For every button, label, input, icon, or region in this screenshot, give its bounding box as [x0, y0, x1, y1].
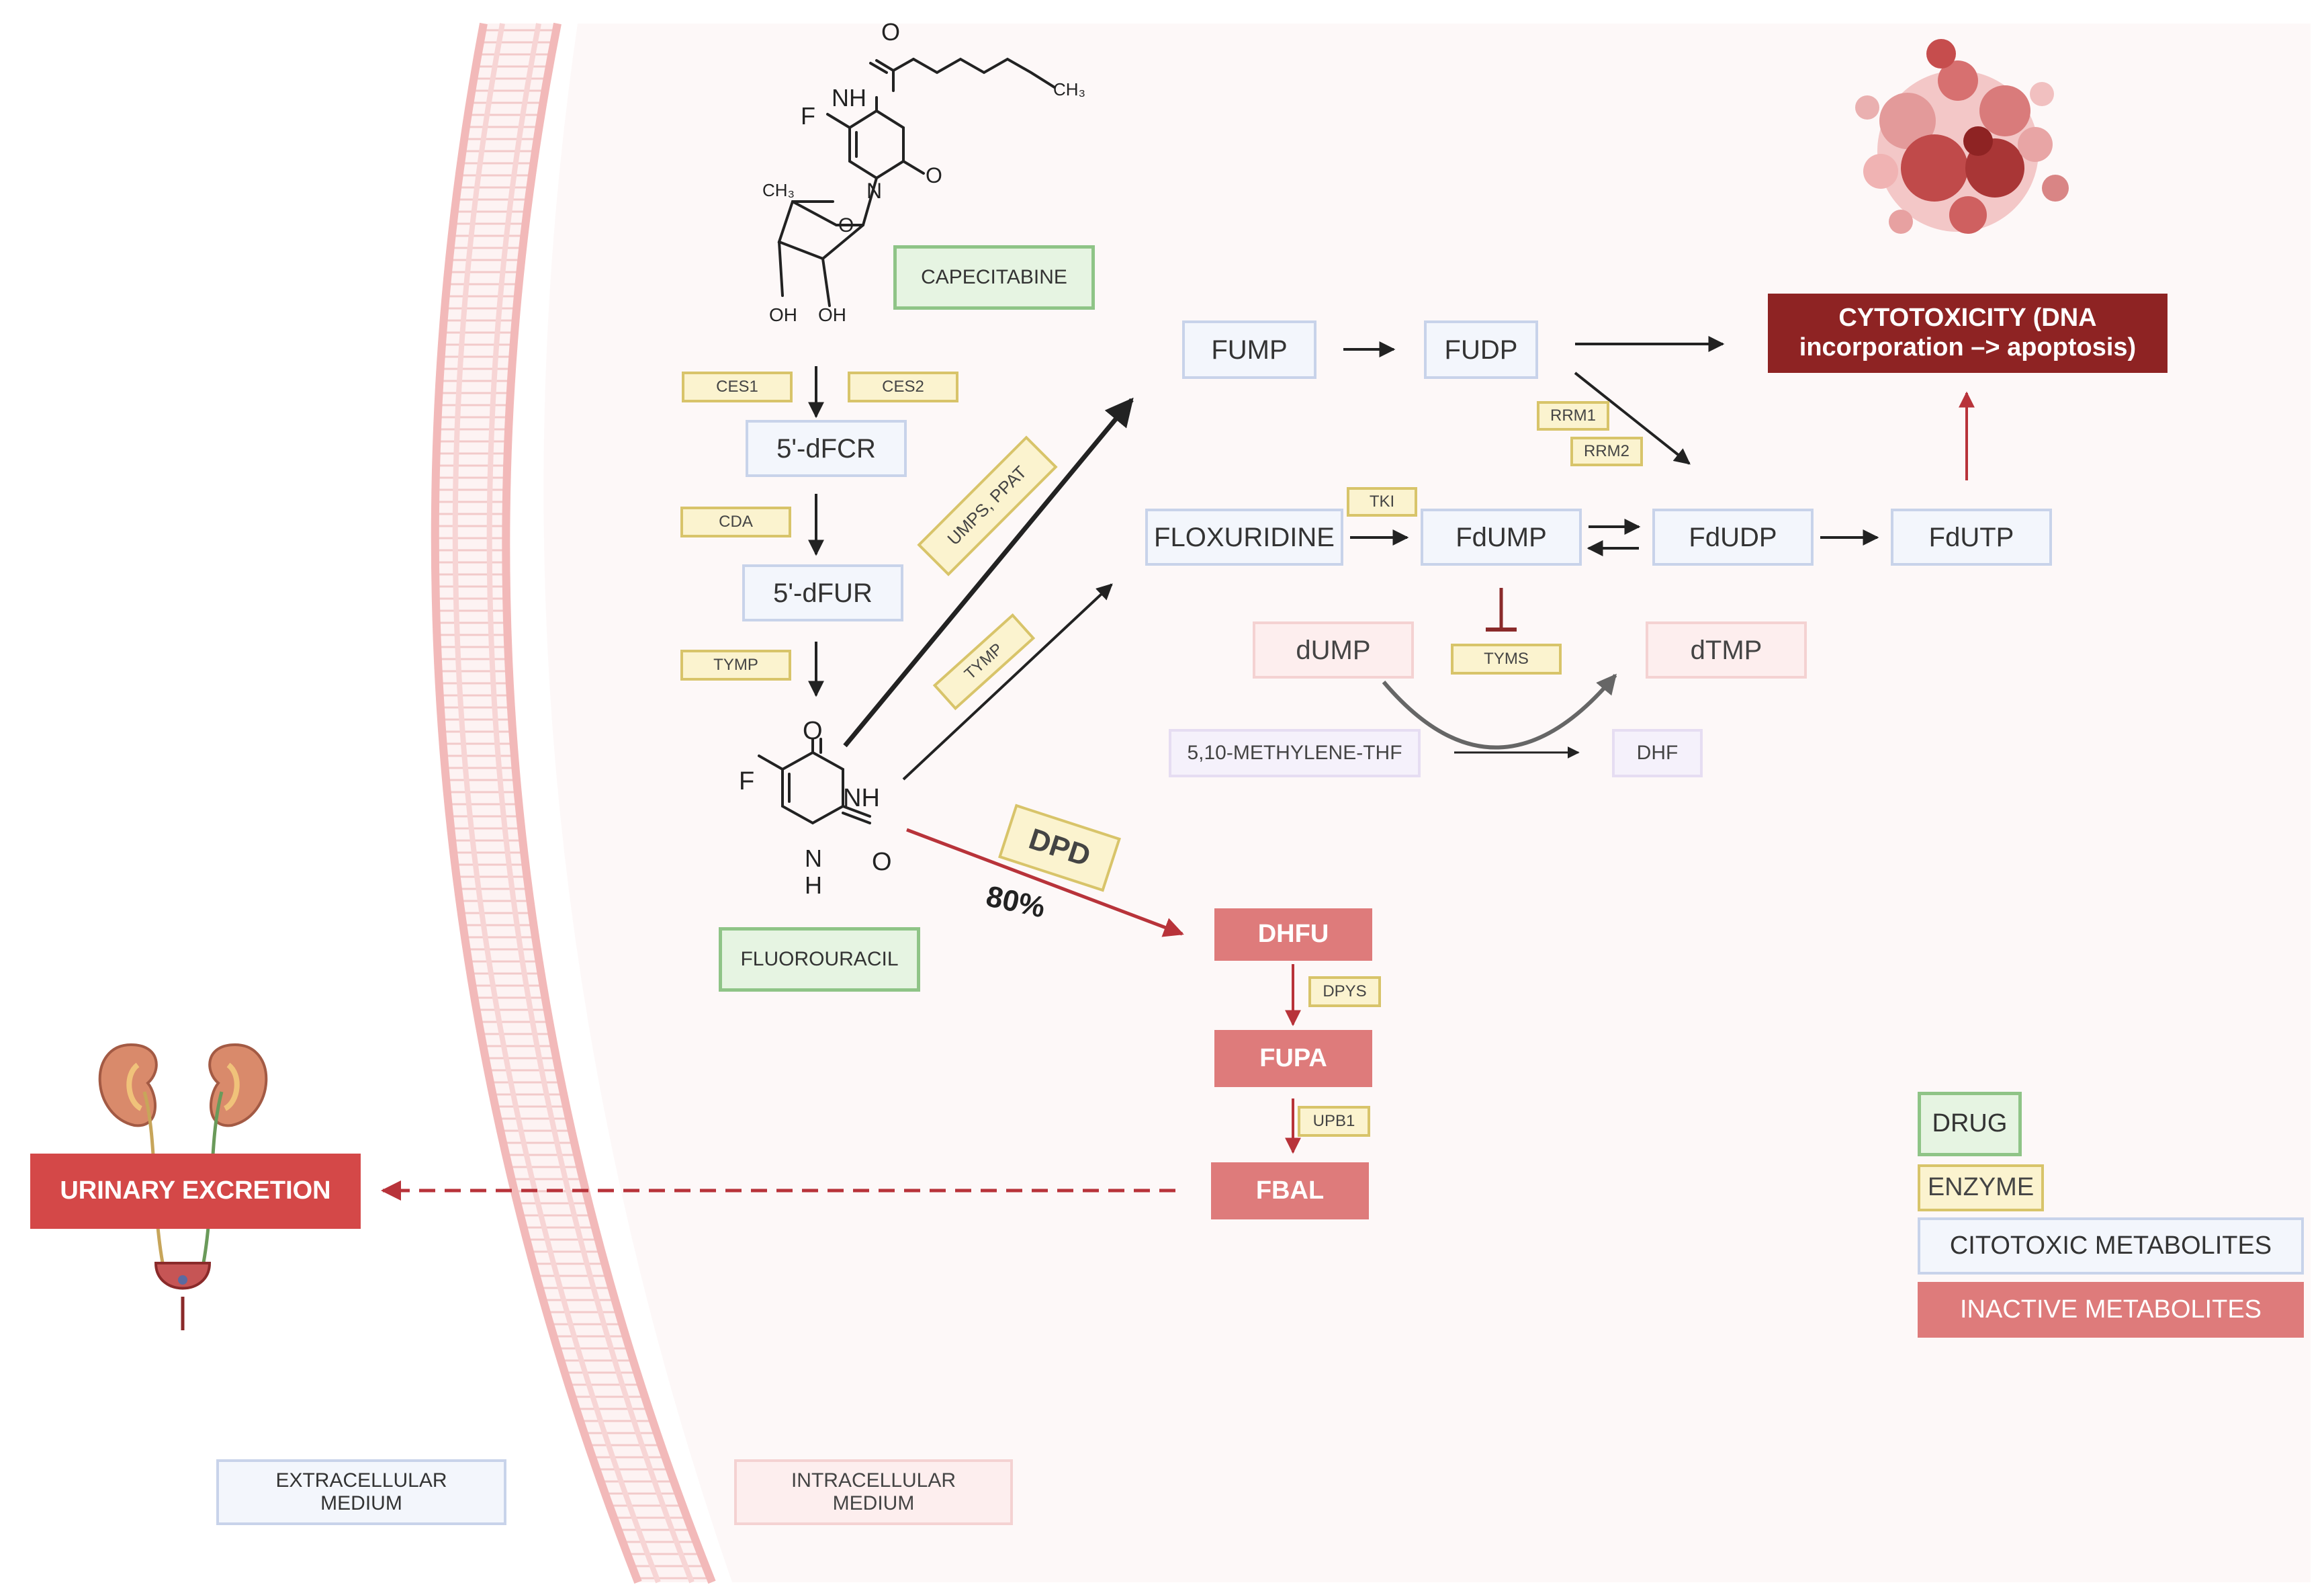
- cap-nh: NH: [832, 84, 866, 112]
- cap-o-ring: O: [926, 163, 942, 187]
- fluorouracil-structure: [758, 738, 871, 825]
- capecitabine-box: CAPECITABINE: [893, 245, 1095, 310]
- intracellular-medium-label: INTRACELLULAR MEDIUM: [734, 1459, 1013, 1525]
- arrow-fu-to-floxuridine: [902, 583, 1113, 781]
- cell-membrane-band: [435, 24, 712, 1582]
- fu-o-top: O: [803, 717, 823, 745]
- enzyme-tki: TKI: [1347, 487, 1417, 517]
- fu-h: H: [805, 871, 822, 899]
- fu-n: N: [805, 845, 822, 872]
- enzyme-ces2: CES2: [848, 372, 958, 402]
- membrane-outer-line-1: [431, 22, 642, 1584]
- cell-interior: [543, 24, 2311, 1582]
- cap-oh-1: OH: [769, 304, 797, 325]
- extracellular-line-2: MEDIUM: [320, 1492, 402, 1514]
- metabolite-dtmp: dTMP: [1646, 621, 1807, 679]
- fluorouracil-box: FLUOROURACIL: [719, 927, 920, 992]
- legend-enzyme: ENZYME: [1918, 1164, 2044, 1211]
- metabolite-dfcr: 5'-dFCR: [746, 420, 907, 477]
- metabolite-fdump: FdUMP: [1421, 509, 1582, 566]
- cap-ring-ch3: CH₃: [762, 180, 795, 200]
- cytotoxicity-line-1: CYTOTOXICITY (DNA: [1838, 304, 2097, 333]
- membrane-outer-line-2: [452, 23, 661, 1584]
- enzyme-upb1: UPB1: [1298, 1106, 1370, 1137]
- dying-cell-cluster-icon: [1855, 39, 2069, 234]
- membrane-inner-line-1: [486, 23, 695, 1584]
- cap-oh-2: OH: [818, 304, 846, 325]
- capecitabine-structure: [777, 57, 1056, 307]
- cap-n-ring: N: [866, 179, 882, 203]
- metabolite-dump: dUMP: [1253, 621, 1414, 679]
- legend-cytotoxic-metabolites: CITOTOXIC METABOLITES: [1918, 1217, 2304, 1275]
- enzyme-ces1: CES1: [682, 372, 793, 402]
- enzyme-cda: CDA: [680, 507, 791, 537]
- metabolite-floxuridine: FLOXURIDINE: [1145, 509, 1343, 566]
- arrow-fu-to-dhfu: [906, 828, 1184, 937]
- extracellular-line-1: EXTRACELLULAR: [275, 1469, 447, 1492]
- metabolite-fudp: FUDP: [1424, 320, 1538, 379]
- urinary-excretion-box: URINARY EXCRETION: [30, 1154, 361, 1229]
- arrow-dump-to-dtmp: [1382, 673, 1617, 750]
- inactive-fbal: FBAL: [1211, 1162, 1369, 1219]
- enzyme-dpys: DPYS: [1308, 976, 1381, 1007]
- inactive-dhfu: DHFU: [1214, 908, 1372, 961]
- metabolite-fdudp: FdUDP: [1652, 509, 1814, 566]
- enzyme-tyms: TYMS: [1451, 644, 1562, 675]
- extracellular-medium-label: EXTRACELLULAR MEDIUM: [216, 1459, 506, 1525]
- intracellular-line-2: MEDIUM: [832, 1492, 915, 1514]
- arrow-fudp-to-fdudp: [1574, 372, 1691, 465]
- cap-o-sugar: O: [838, 214, 854, 236]
- cap-f: F: [801, 102, 815, 130]
- cytotoxicity-box: CYTOTOXICITY (DNA incorporation –> apopt…: [1768, 294, 2167, 373]
- legend-inactive-metabolites: INACTIVE METABOLITES: [1918, 1282, 2304, 1338]
- fu-f: F: [739, 767, 754, 795]
- metabolite-methylene-thf: 5,10-METHYLENE-THF: [1169, 729, 1421, 777]
- kidney-icon: [98, 1043, 268, 1330]
- membrane-inner-line-2: [502, 22, 716, 1584]
- fu-nh: NH: [843, 784, 880, 812]
- enzyme-rrm1: RRM1: [1537, 401, 1609, 431]
- fu-o-right: O: [872, 848, 892, 876]
- cap-ch3: CH₃: [1053, 79, 1085, 99]
- intracellular-line-1: INTRACELLULAR: [791, 1469, 956, 1492]
- metabolite-fdutp: FdUTP: [1891, 509, 2052, 566]
- inactive-fupa: FUPA: [1214, 1030, 1372, 1087]
- metabolite-fump: FUMP: [1182, 320, 1316, 379]
- cytotoxicity-line-2: incorporation –> apoptosis): [1799, 333, 2137, 361]
- arrow-fu-to-fump: [843, 397, 1134, 748]
- enzyme-rrm2: RRM2: [1570, 437, 1643, 466]
- metabolite-dfur: 5'-dFUR: [742, 564, 903, 621]
- cap-o-top: O: [881, 18, 900, 46]
- enzyme-tymp-1: TYMP: [680, 650, 791, 681]
- metabolite-dhf: DHF: [1612, 729, 1703, 777]
- legend-drug: DRUG: [1918, 1092, 2022, 1156]
